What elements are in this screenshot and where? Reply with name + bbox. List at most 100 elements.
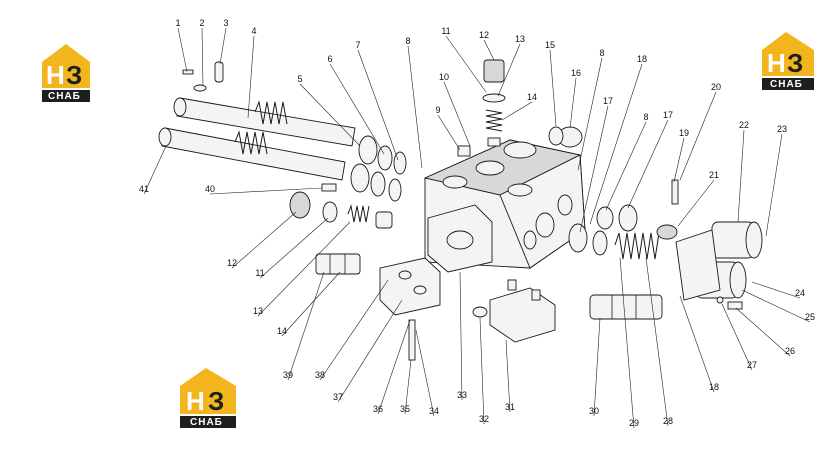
callout-4: 4 [251,26,256,36]
leader-line-13 [257,221,351,317]
leader-line-11 [445,35,487,93]
pin-19 [671,179,679,205]
leader-line-6 [329,63,385,155]
leader-line-12 [231,211,297,269]
callout-23: 23 [777,124,787,134]
top-cap-assembly [482,59,506,147]
leader-line-17 [627,119,669,209]
bolt-35 [408,319,416,361]
seal-group-left [350,135,407,202]
logo-mark-right: З [787,48,803,78]
spool-upper [173,97,356,147]
cartridge-39 [315,253,361,275]
leader-line-26 [735,307,791,357]
leader-line-40 [209,187,323,195]
leader-line-8 [605,121,647,211]
callout-1: 1 [175,18,180,28]
logo-mark-left: Н [767,48,786,78]
leader-line-25 [741,289,811,323]
leader-line-36 [377,319,411,415]
leader-line-39 [287,271,325,381]
leader-line-18 [589,63,643,225]
callout-14: 14 [277,326,287,336]
leader-lines [143,27,811,429]
leader-line-24 [751,281,801,299]
callout-19: 19 [679,128,689,138]
seal-32 [472,306,488,318]
callout-12: 12 [479,30,489,40]
leader-line-7 [357,49,399,161]
leader-line-28 [645,257,669,427]
callout-10: 10 [439,72,449,82]
callout-16: 16 [571,68,581,78]
callout-20: 20 [711,82,721,92]
leader-line-22 [737,129,745,223]
washer-27 [716,296,724,304]
leader-line-2 [201,27,204,87]
callout-7: 7 [355,40,360,50]
leader-line-33 [459,271,463,401]
logo-mark-right: З [66,60,82,90]
leader-line-4 [247,35,255,119]
leader-line-41 [143,145,167,195]
spool-lower [158,127,346,181]
callout-11: 11 [441,26,450,36]
callout-34: 34 [429,406,439,416]
callout-31: 31 [505,402,515,412]
callout-18: 18 [637,54,647,64]
callout-26: 26 [785,346,795,356]
brand-logo: Н З СНАБ [180,368,236,428]
leader-line-5 [299,83,361,147]
callout-11: 11 [255,268,264,278]
callout-29: 29 [629,418,639,428]
bolt-3 [214,61,224,83]
callout-8: 8 [405,36,410,46]
right-spool-assembly [568,204,660,260]
leader-line-8 [407,45,423,169]
callout-17: 17 [603,96,613,106]
leader-line-30 [593,317,601,417]
ring-15 [548,126,564,146]
logo-mark-right: З [208,386,224,416]
callout-9: 9 [435,105,440,115]
leader-line-20 [679,91,717,181]
leader-line-35 [404,359,412,415]
callout-33: 33 [457,390,467,400]
leader-line-16 [569,77,577,129]
callout-12: 12 [227,258,237,268]
leader-line-31 [505,339,511,413]
pin-1 [182,69,194,75]
leader-line-14 [501,101,533,121]
callout-13: 13 [253,306,263,316]
leader-line-11 [259,217,329,279]
leader-line-38 [319,279,389,381]
plug-40 [321,183,337,192]
callout-36: 36 [373,404,383,414]
callout-14: 14 [527,92,537,102]
callout-24: 24 [795,288,805,298]
lower-valve-31 [489,279,556,343]
leader-line-23 [765,133,783,237]
fitting-21 [656,224,678,240]
leader-line-9 [437,114,461,151]
callout-13: 13 [515,34,525,44]
logo-wordmark: СНАБ [770,79,803,90]
leader-line-37 [337,299,403,403]
callout-37: 37 [333,392,343,402]
leader-line-3 [219,27,227,65]
leader-line-19 [673,137,685,183]
cartridge-30 [589,294,663,320]
logo-mark-left: Н [46,60,65,90]
callout-21: 21 [709,170,719,180]
solenoid-assembly [675,221,763,301]
plug-9 [457,145,471,157]
leader-line-32 [479,317,485,425]
small-block-38 [379,257,441,316]
callout-28: 28 [663,416,673,426]
leader-line-17 [579,105,609,233]
leader-line-14 [281,271,341,337]
screw-26 [727,301,743,310]
callout-3: 3 [223,18,228,28]
leader-line-18 [679,295,715,393]
